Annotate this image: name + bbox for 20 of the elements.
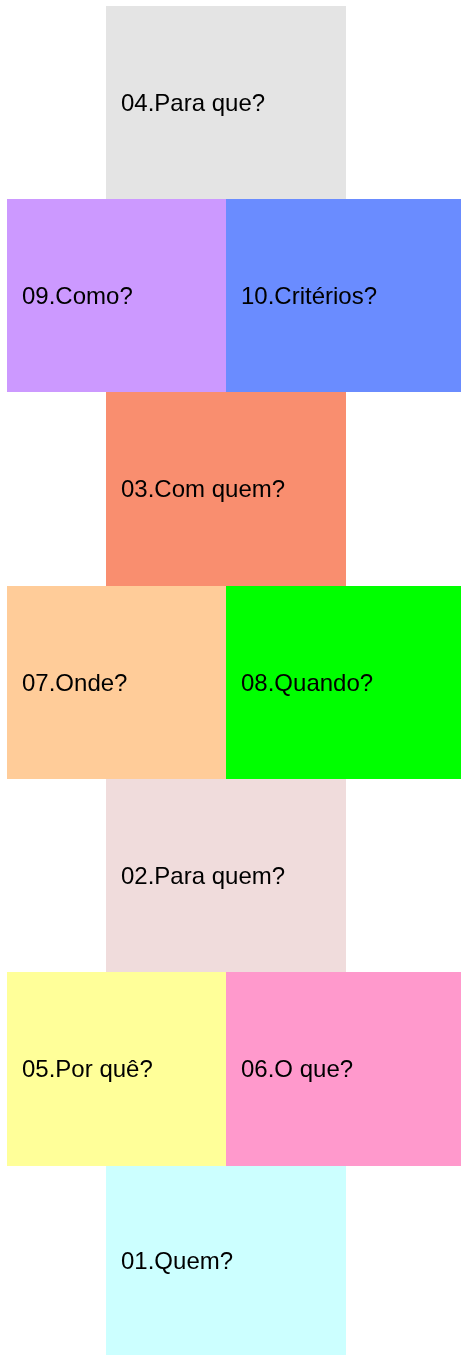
block-label: 03.Com quem? [121, 475, 286, 503]
question-block [106, 1166, 346, 1355]
block-label: 05.Por quê? [22, 1055, 153, 1083]
block-label: 01.Quem? [121, 1246, 234, 1275]
question-block [226, 972, 461, 1166]
question-block [106, 6, 346, 199]
question-block [226, 586, 461, 779]
block-label: 06.O que? [241, 1055, 354, 1083]
question-block [226, 199, 461, 392]
question-block [7, 972, 226, 1166]
block-label: 07.Onde? [22, 668, 128, 697]
question-block [106, 392, 346, 586]
block-label: 02.Para quem? [121, 861, 286, 890]
block-label: 08.Quando? [241, 668, 374, 697]
block-label: 10.Critérios? [241, 281, 378, 310]
question-block [7, 586, 226, 779]
block-label: 09.Como? [22, 281, 133, 310]
question-block [7, 199, 226, 392]
block-label: 04.Para que? [121, 88, 266, 117]
question-block [106, 779, 346, 972]
